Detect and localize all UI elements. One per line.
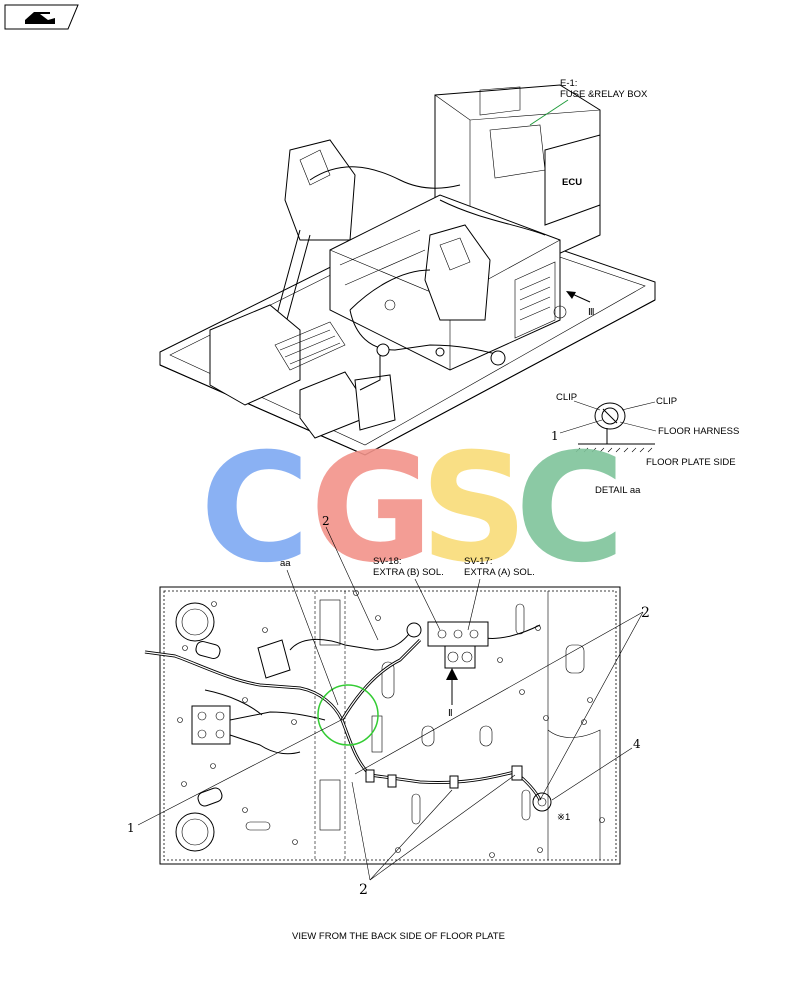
aa-label: aa [280,558,291,569]
fuse-relay-box-label-line1: E-1: [560,78,577,89]
cgsc-watermark: C G S C [200,422,625,596]
sv18-label-line2: EXTRA (B) SOL. [373,567,444,578]
view-arrow-ii-label: Ⅱ [448,708,453,719]
sv18-label-line1: SV-18: [373,556,402,567]
clip-label-left: CLIP [556,392,577,403]
detail-aa-title: DETAIL aa [595,485,641,496]
view-arrow-iii-label: Ⅲ [588,307,595,318]
view-arrow-ii: Ⅱ [446,668,458,719]
watermark-letter-c2: C [515,422,625,596]
detail-ref-1: 1 [551,429,559,443]
book-open-icon[interactable] [4,4,79,30]
figure-caption: VIEW FROM THE BACK SIDE OF FLOOR PLATE [292,931,505,942]
floor-plate-side-label: FLOOR PLATE SIDE [646,457,736,468]
sv17-label-line1: SV-17: [464,556,493,567]
ref-4: 4 [633,737,641,751]
sv17-label-line2: EXTRA (A) SOL. [464,567,535,578]
fuse-relay-box-label-line2: FUSE &RELAY BOX [560,89,648,100]
watermark-letter-s: S [420,422,528,596]
ref-1: 1 [127,821,135,835]
isometric-floor-plate-view: ECU E-1: FUSE &RELAY B [159,78,656,456]
ecu-label: ECU [562,177,582,188]
watermark-letter-c1: C [200,422,310,596]
clip-label-right: CLIP [656,396,677,407]
detail-aa: CLIP CLIP FLOOR HARNESS 1 FLOOR PLATE SI… [551,392,739,496]
ref-2-top: 2 [322,514,330,528]
note-x1-label: ※1 [557,812,570,823]
ref-2-bottom: 2 [359,882,368,898]
watermark-letter-g: G [310,422,433,596]
floor-plate-back-view: Ⅱ SV-18: EXTRA (B) SOL. SV-17: EXTRA (A)… [127,514,650,898]
view-arrow-iii: Ⅲ [566,291,595,318]
floor-harness-label: FLOOR HARNESS [658,426,739,437]
ref-2-right: 2 [641,605,650,621]
